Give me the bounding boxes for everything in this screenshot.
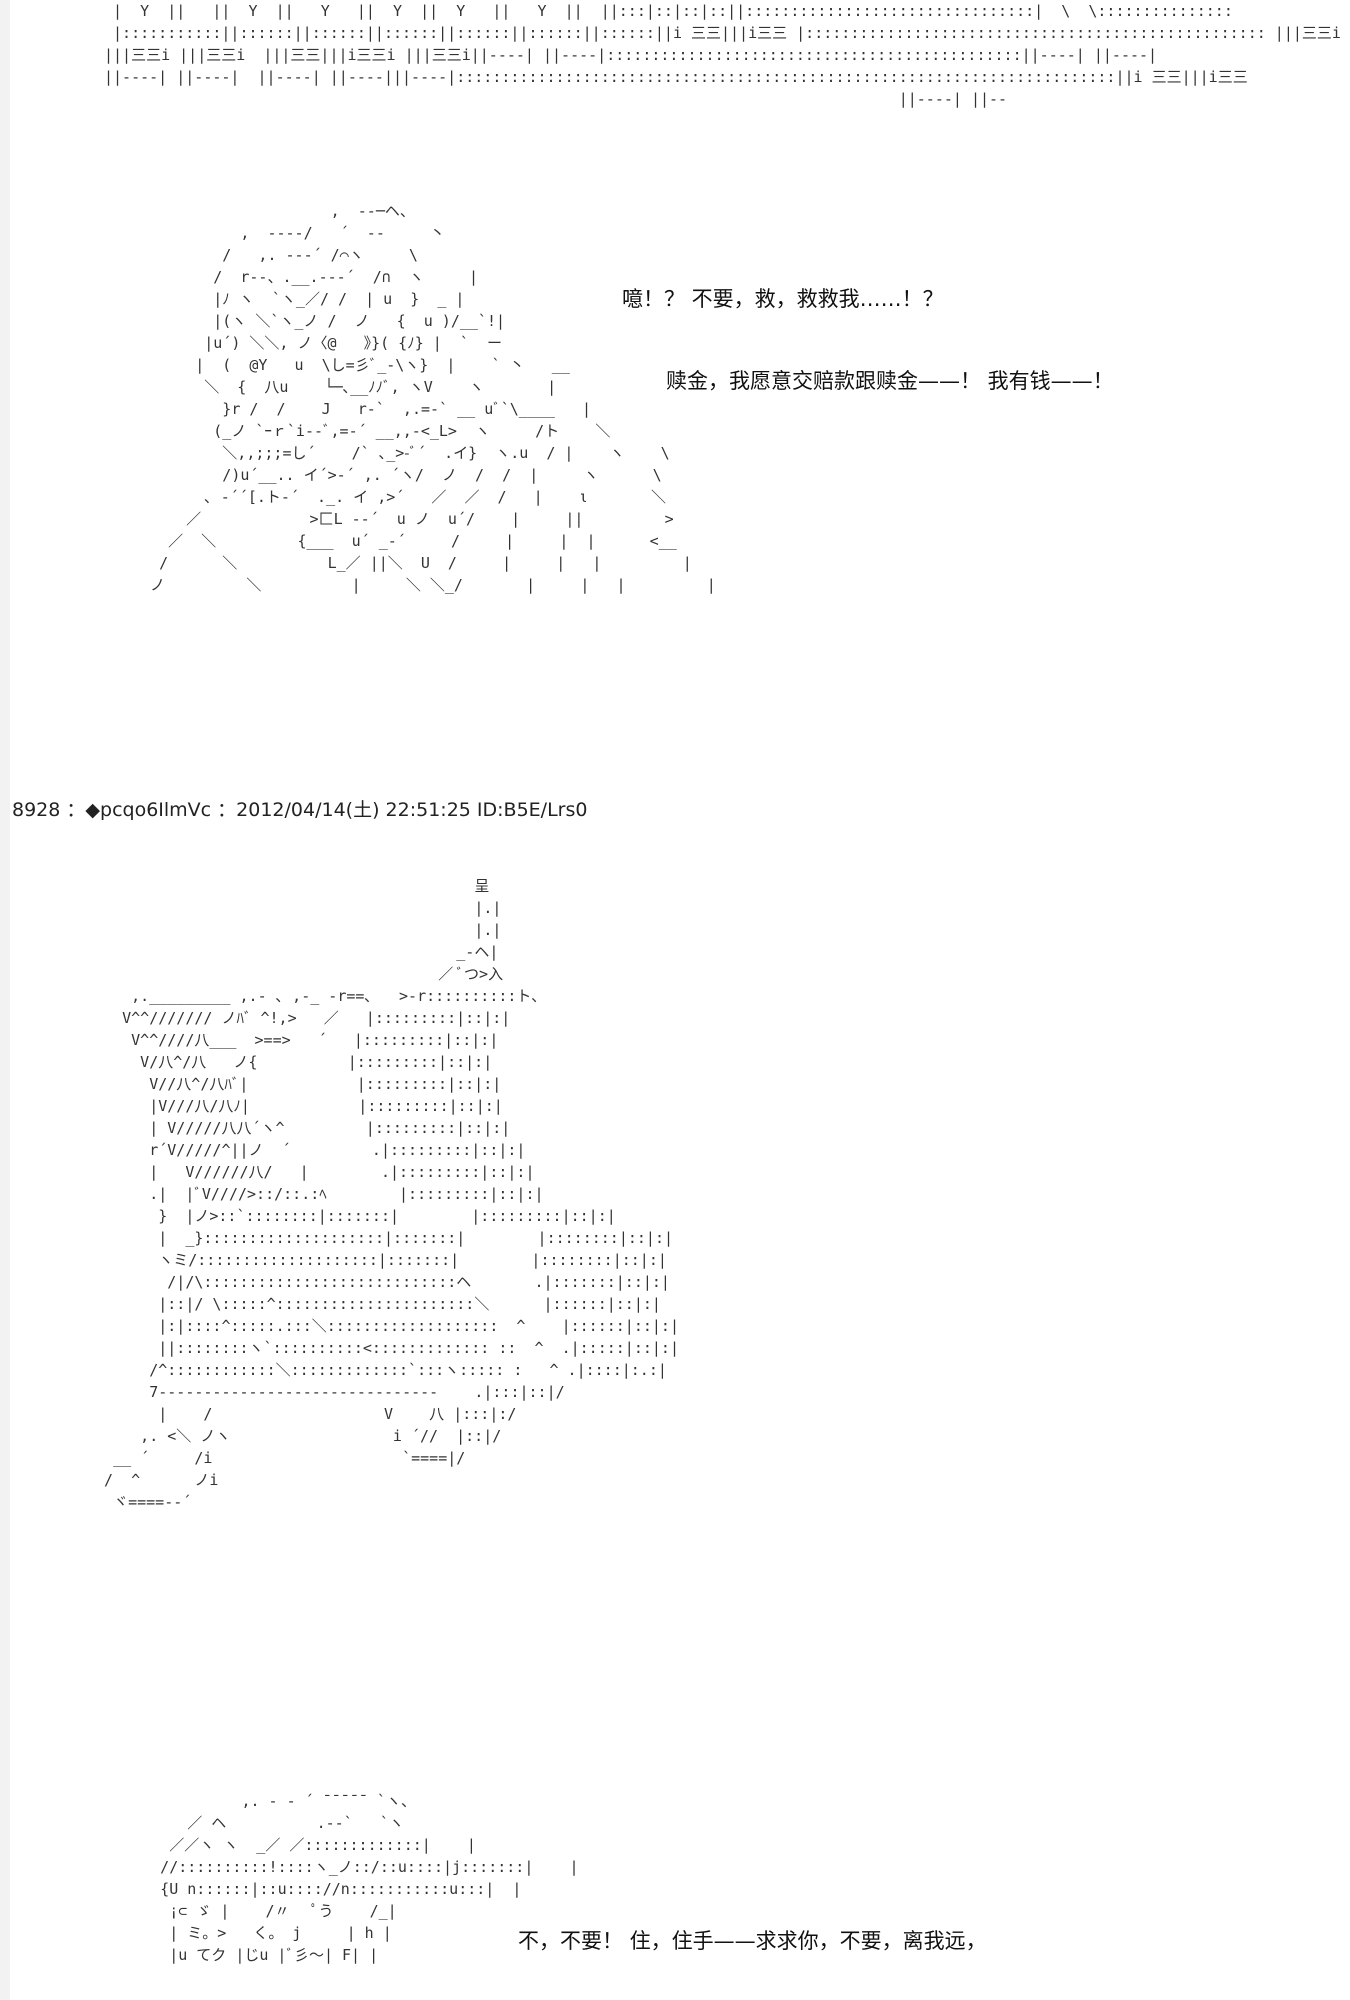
ascii-art-top-fragment: | Y || || Y || Y || Y || Y || Y || ||:::… [104,2,1350,108]
post-header: 8928 ：◆pcqo6IlmVc ：2012/04/14(土) 22:51:2… [12,799,588,821]
dialogue-line-1: 噫！？ 不要，救，救救我……！？ [622,287,944,311]
dialogue-line-2: 赎金，我愿意交赔款跟赎金——！ 我有钱——！ [666,369,1114,393]
page-left-margin [0,0,10,2000]
ascii-art-character-frightened: ,. - ‐ ´ ̄ ̄ ̄ ̄ ̄ `ヽ、 ／ ヘ .-‐` `ヽ ／／ヽ ヽ… [160,1792,579,1964]
ascii-art-character-pleading: , --─ヘ、 , ----/ ´ -‐ 丶 / ,. --‐´ /⌒ヽ \ /… [150,202,716,594]
ascii-art-character-with-pillar: 呈 |.| |.| _-ヘ| ／ ﾞつ>入 ,._____ [104,877,679,1511]
dialogue-line-3: 不，不要！ 住，住手——求求你，不要，离我远， [518,1929,987,1953]
